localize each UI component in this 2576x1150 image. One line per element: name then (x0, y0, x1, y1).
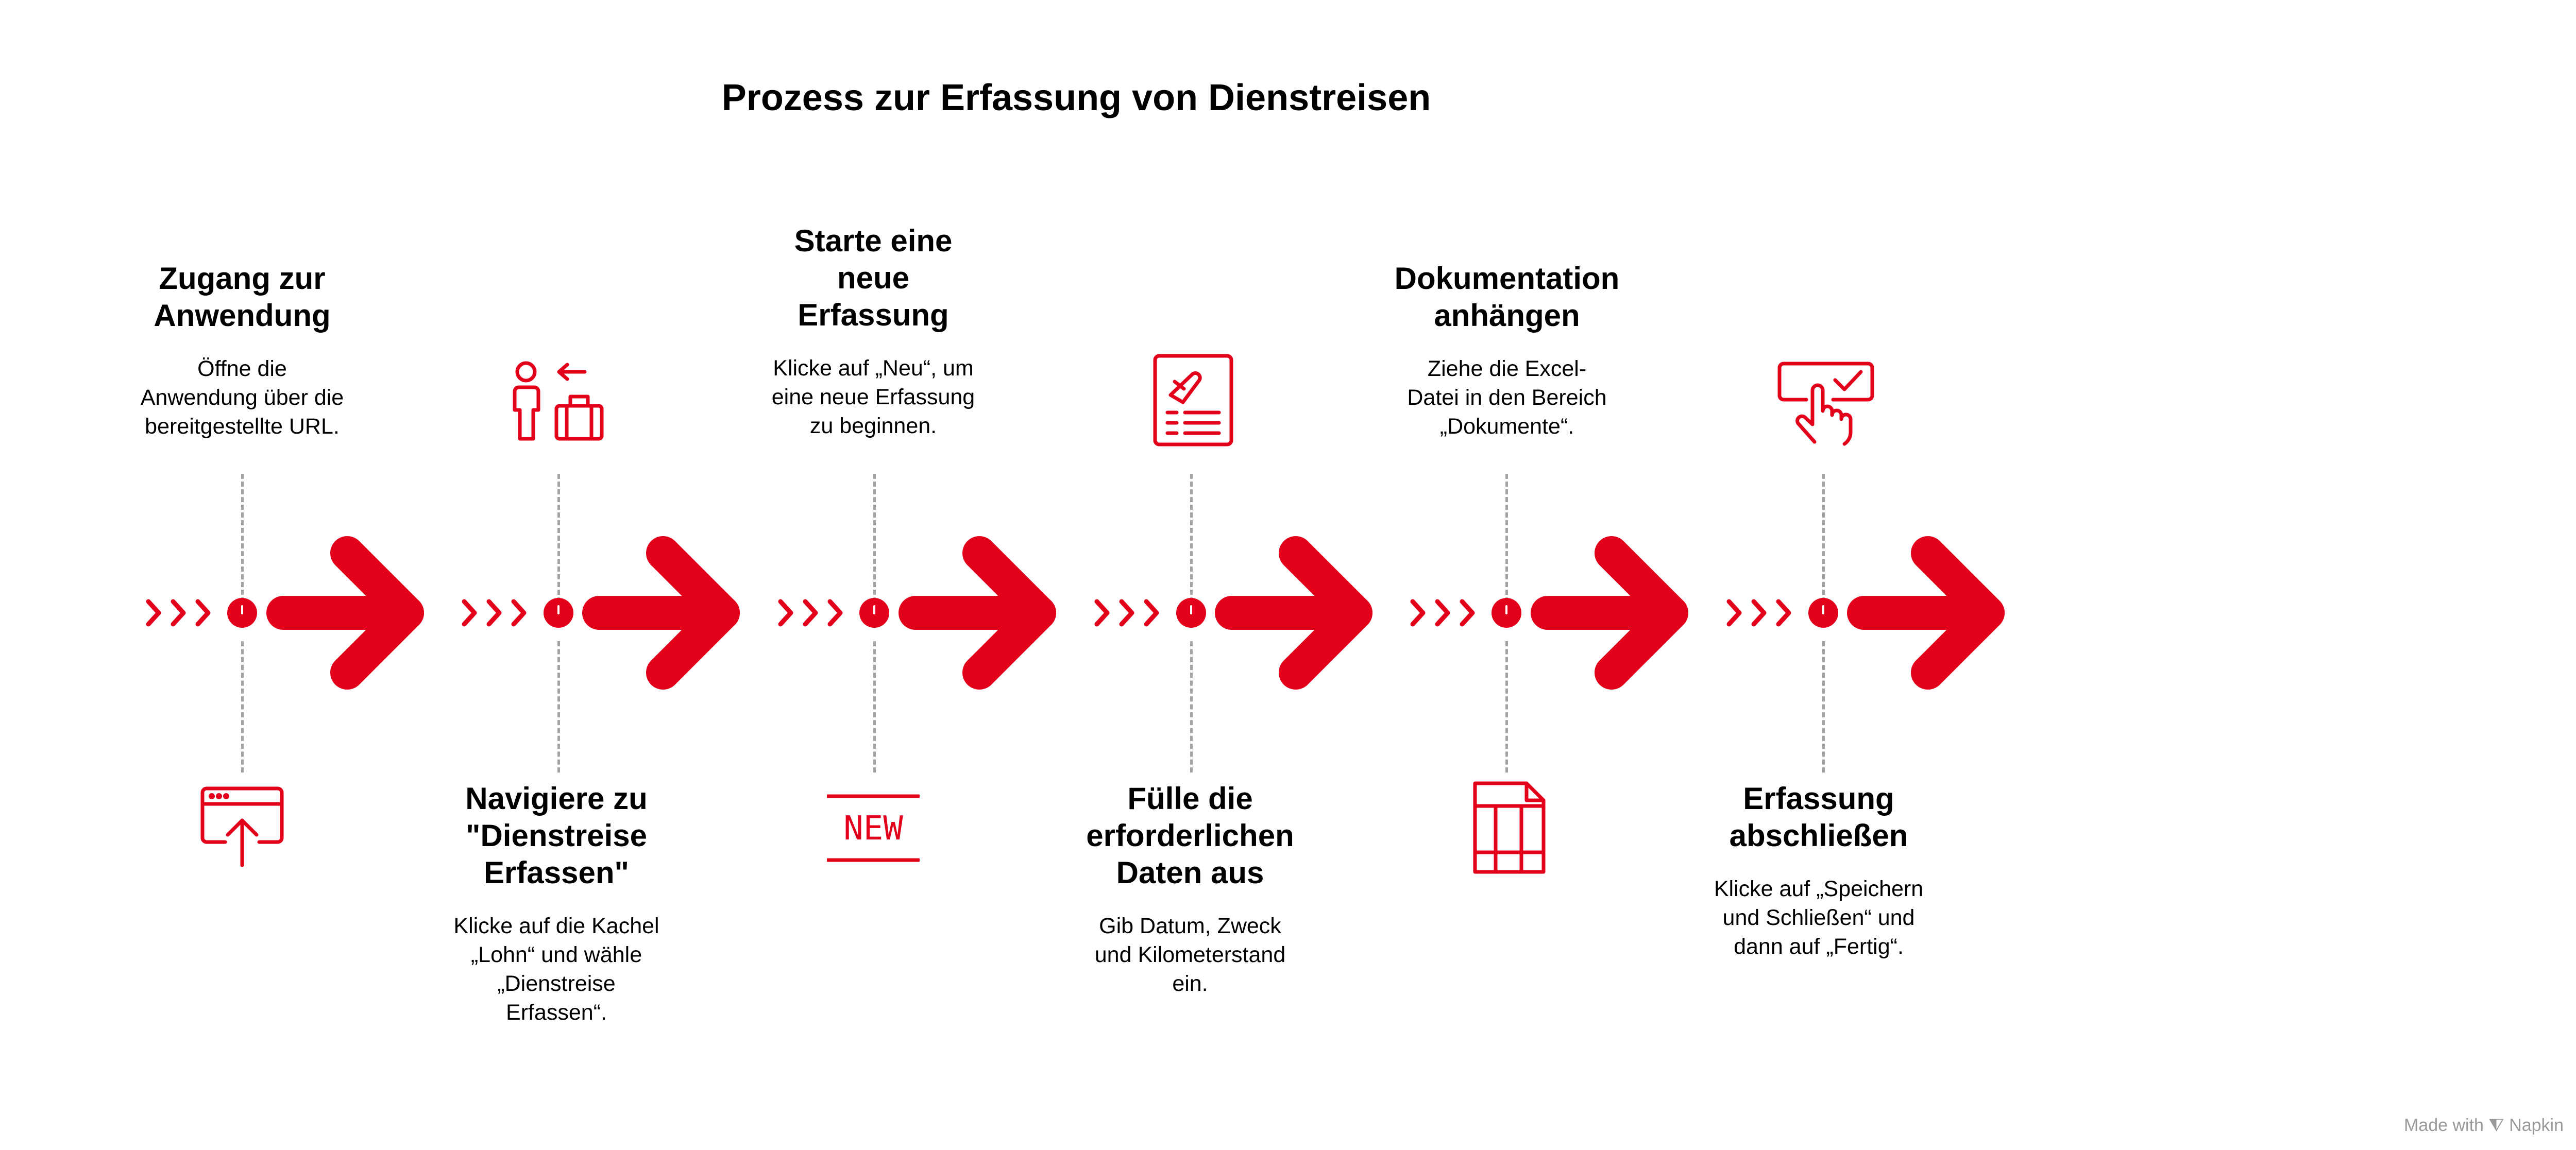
step-3-connector-lower (873, 641, 876, 773)
step-2-arrow (462, 536, 740, 690)
step-5-title: Dokumentation anhängen (1394, 261, 1620, 333)
step-3-description: Klicke auf „Neu“, um eine neue Erfassung… (771, 356, 975, 438)
traveler-luggage-icon (507, 361, 611, 445)
step-6-connector-upper (1822, 474, 1825, 610)
step-6-arrow (1726, 536, 2005, 690)
new-badge-text: NEW (843, 810, 903, 848)
step-3-title: Starte eine neue Erfassung (794, 224, 953, 332)
step-3-arrow (778, 536, 1056, 690)
step-2-text: Navigiere zu "Dienstreise Erfassen" Klic… (412, 780, 701, 1027)
browser-upload-icon (199, 785, 285, 870)
step-1-title: Zugang zur Anwendung (154, 261, 331, 333)
step-4-text: Fülle die erforderlichen Daten aus Gib D… (1046, 780, 1334, 999)
step-4-description: Gib Datum, Zweck und Kilometerstand ein. (1094, 914, 1286, 996)
step-2-title: Navigiere zu "Dienstreise Erfassen" (465, 781, 648, 890)
step-6-text: Erfassung abschließen Klicke auf „Speich… (1674, 780, 1963, 962)
step-3-connector-upper (873, 474, 876, 610)
step-5-dot (1492, 598, 1521, 628)
step-1-description: Öffne die Anwendung über die bereitgeste… (140, 356, 344, 439)
step-5-connector-upper (1505, 474, 1508, 610)
step-4-connector-upper (1190, 474, 1193, 610)
napkin-watermark: Made with ⧨ Napkin (2403, 1115, 2564, 1135)
step-1-connector-upper (241, 474, 244, 610)
step-4-connector-lower (1190, 641, 1193, 773)
step-6-title: Erfassung abschließen (1729, 781, 1908, 853)
page-title: Prozess zur Erfassung von Dienstreisen (721, 77, 1431, 118)
step-1-arrow (146, 536, 424, 690)
step-2-connector-upper (557, 474, 560, 610)
new-badge-icon: NEW (826, 793, 921, 868)
step-2-connector-lower (557, 641, 560, 773)
step-4-dot (1176, 598, 1206, 628)
step-3-dot (859, 598, 889, 628)
step-6-description: Klicke auf „Speichern und Schließen“ und… (1714, 877, 1924, 959)
step-1-dot (227, 598, 257, 628)
step-5-arrow (1410, 536, 1688, 690)
touch-confirm-icon (1776, 361, 1879, 451)
step-4-title: Fülle die erforderlichen Daten aus (1086, 781, 1294, 890)
step-6-connector-lower (1822, 641, 1825, 773)
step-2-dot (544, 598, 573, 628)
step-3-text: Starte eine neue Erfassung Klicke auf „N… (729, 222, 1018, 441)
step-5-text: Dokumentation anhängen Ziehe die Excel- … (1363, 260, 1651, 441)
step-6-dot (1808, 598, 1838, 628)
step-4-arrow (1094, 536, 1372, 690)
step-5-description: Ziehe die Excel- Datei in den Bereich „D… (1407, 356, 1607, 439)
step-1-text: Zugang zur Anwendung Öffne die Anwendung… (98, 260, 386, 441)
step-1-connector-lower (241, 641, 244, 773)
travel-form-icon (1152, 353, 1234, 451)
step-5-connector-lower (1505, 641, 1508, 773)
spreadsheet-document-icon (1472, 780, 1547, 878)
step-2-description: Klicke auf die Kachel „Lohn“ und wähle „… (453, 914, 659, 1025)
